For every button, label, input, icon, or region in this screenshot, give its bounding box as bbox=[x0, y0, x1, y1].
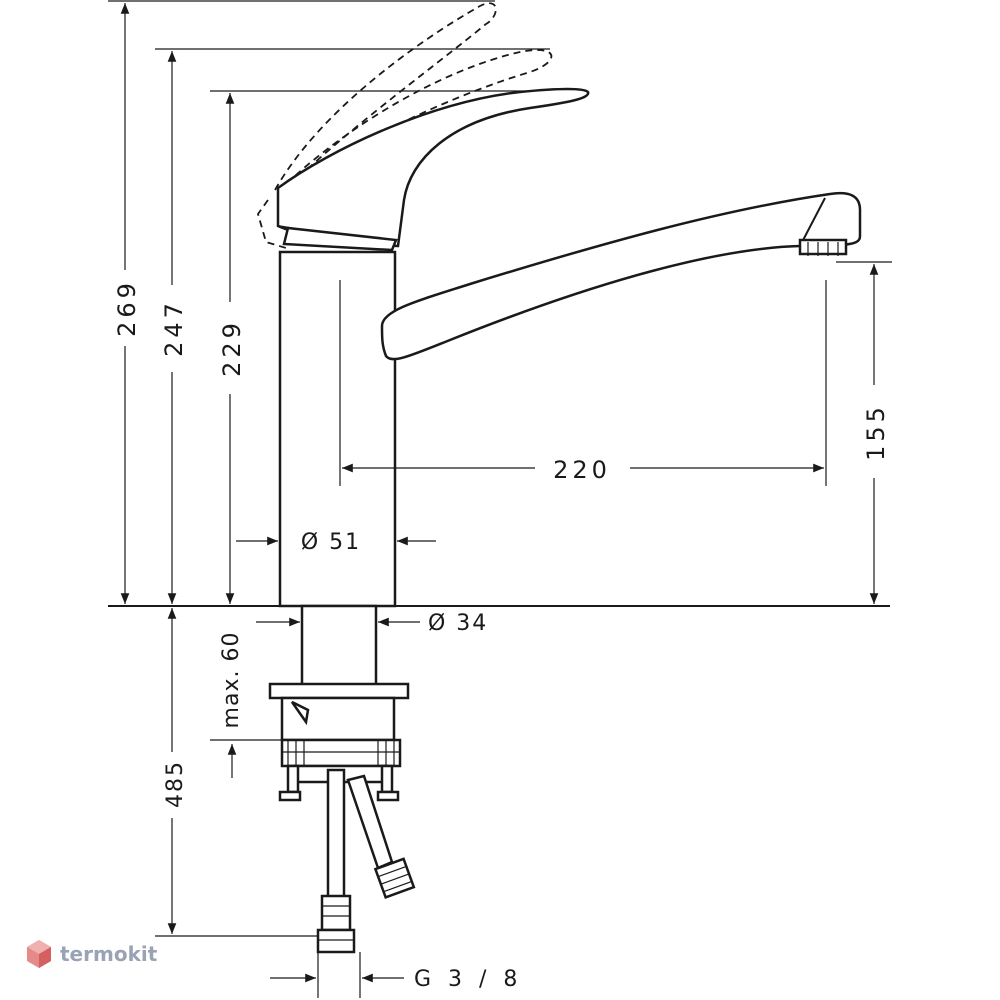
cube-logo-icon bbox=[27, 940, 51, 968]
lever-closed bbox=[276, 87, 590, 248]
diameter-34-label: Ø 34 bbox=[428, 611, 488, 636]
watermark: termokit bbox=[26, 934, 157, 974]
watermark-text: termokit bbox=[60, 942, 158, 966]
dimension-155: 155 bbox=[836, 261, 892, 604]
hose-straight bbox=[326, 768, 346, 902]
dimension-diameter-34: Ø 34 bbox=[256, 611, 488, 636]
lever-open-outline bbox=[272, 2, 497, 193]
stud-right bbox=[380, 764, 394, 794]
dimension-220: 220 bbox=[339, 280, 827, 486]
height-155-label: 155 bbox=[862, 403, 890, 461]
height-229-label: 229 bbox=[218, 319, 246, 377]
shank bbox=[300, 604, 378, 688]
hose-fitting bbox=[320, 894, 352, 932]
height-269-label: 269 bbox=[113, 279, 141, 337]
spout bbox=[380, 192, 862, 361]
dimension-485: 485 bbox=[155, 608, 318, 937]
dimension-247: 247 bbox=[155, 48, 550, 604]
lever-mid-outline bbox=[277, 49, 553, 193]
stud-left bbox=[286, 764, 300, 794]
thread-g38-label: G 3 / 8 bbox=[414, 967, 522, 992]
dimension-g38: G 3 / 8 bbox=[270, 952, 522, 998]
mounting-nut bbox=[280, 738, 402, 768]
mounting-plate bbox=[268, 682, 410, 700]
height-247-label: 247 bbox=[160, 299, 188, 357]
dimension-diameter-51: Ø 51 bbox=[236, 530, 436, 555]
diameter-51-label: Ø 51 bbox=[301, 530, 361, 555]
aerator bbox=[798, 238, 848, 256]
dimension-max-60: max. 60 bbox=[210, 632, 282, 778]
reach-220-label: 220 bbox=[553, 456, 611, 484]
max-60-label: max. 60 bbox=[219, 632, 244, 729]
hose-485-label: 485 bbox=[163, 760, 188, 808]
dimension-269: 269 bbox=[108, 0, 495, 604]
